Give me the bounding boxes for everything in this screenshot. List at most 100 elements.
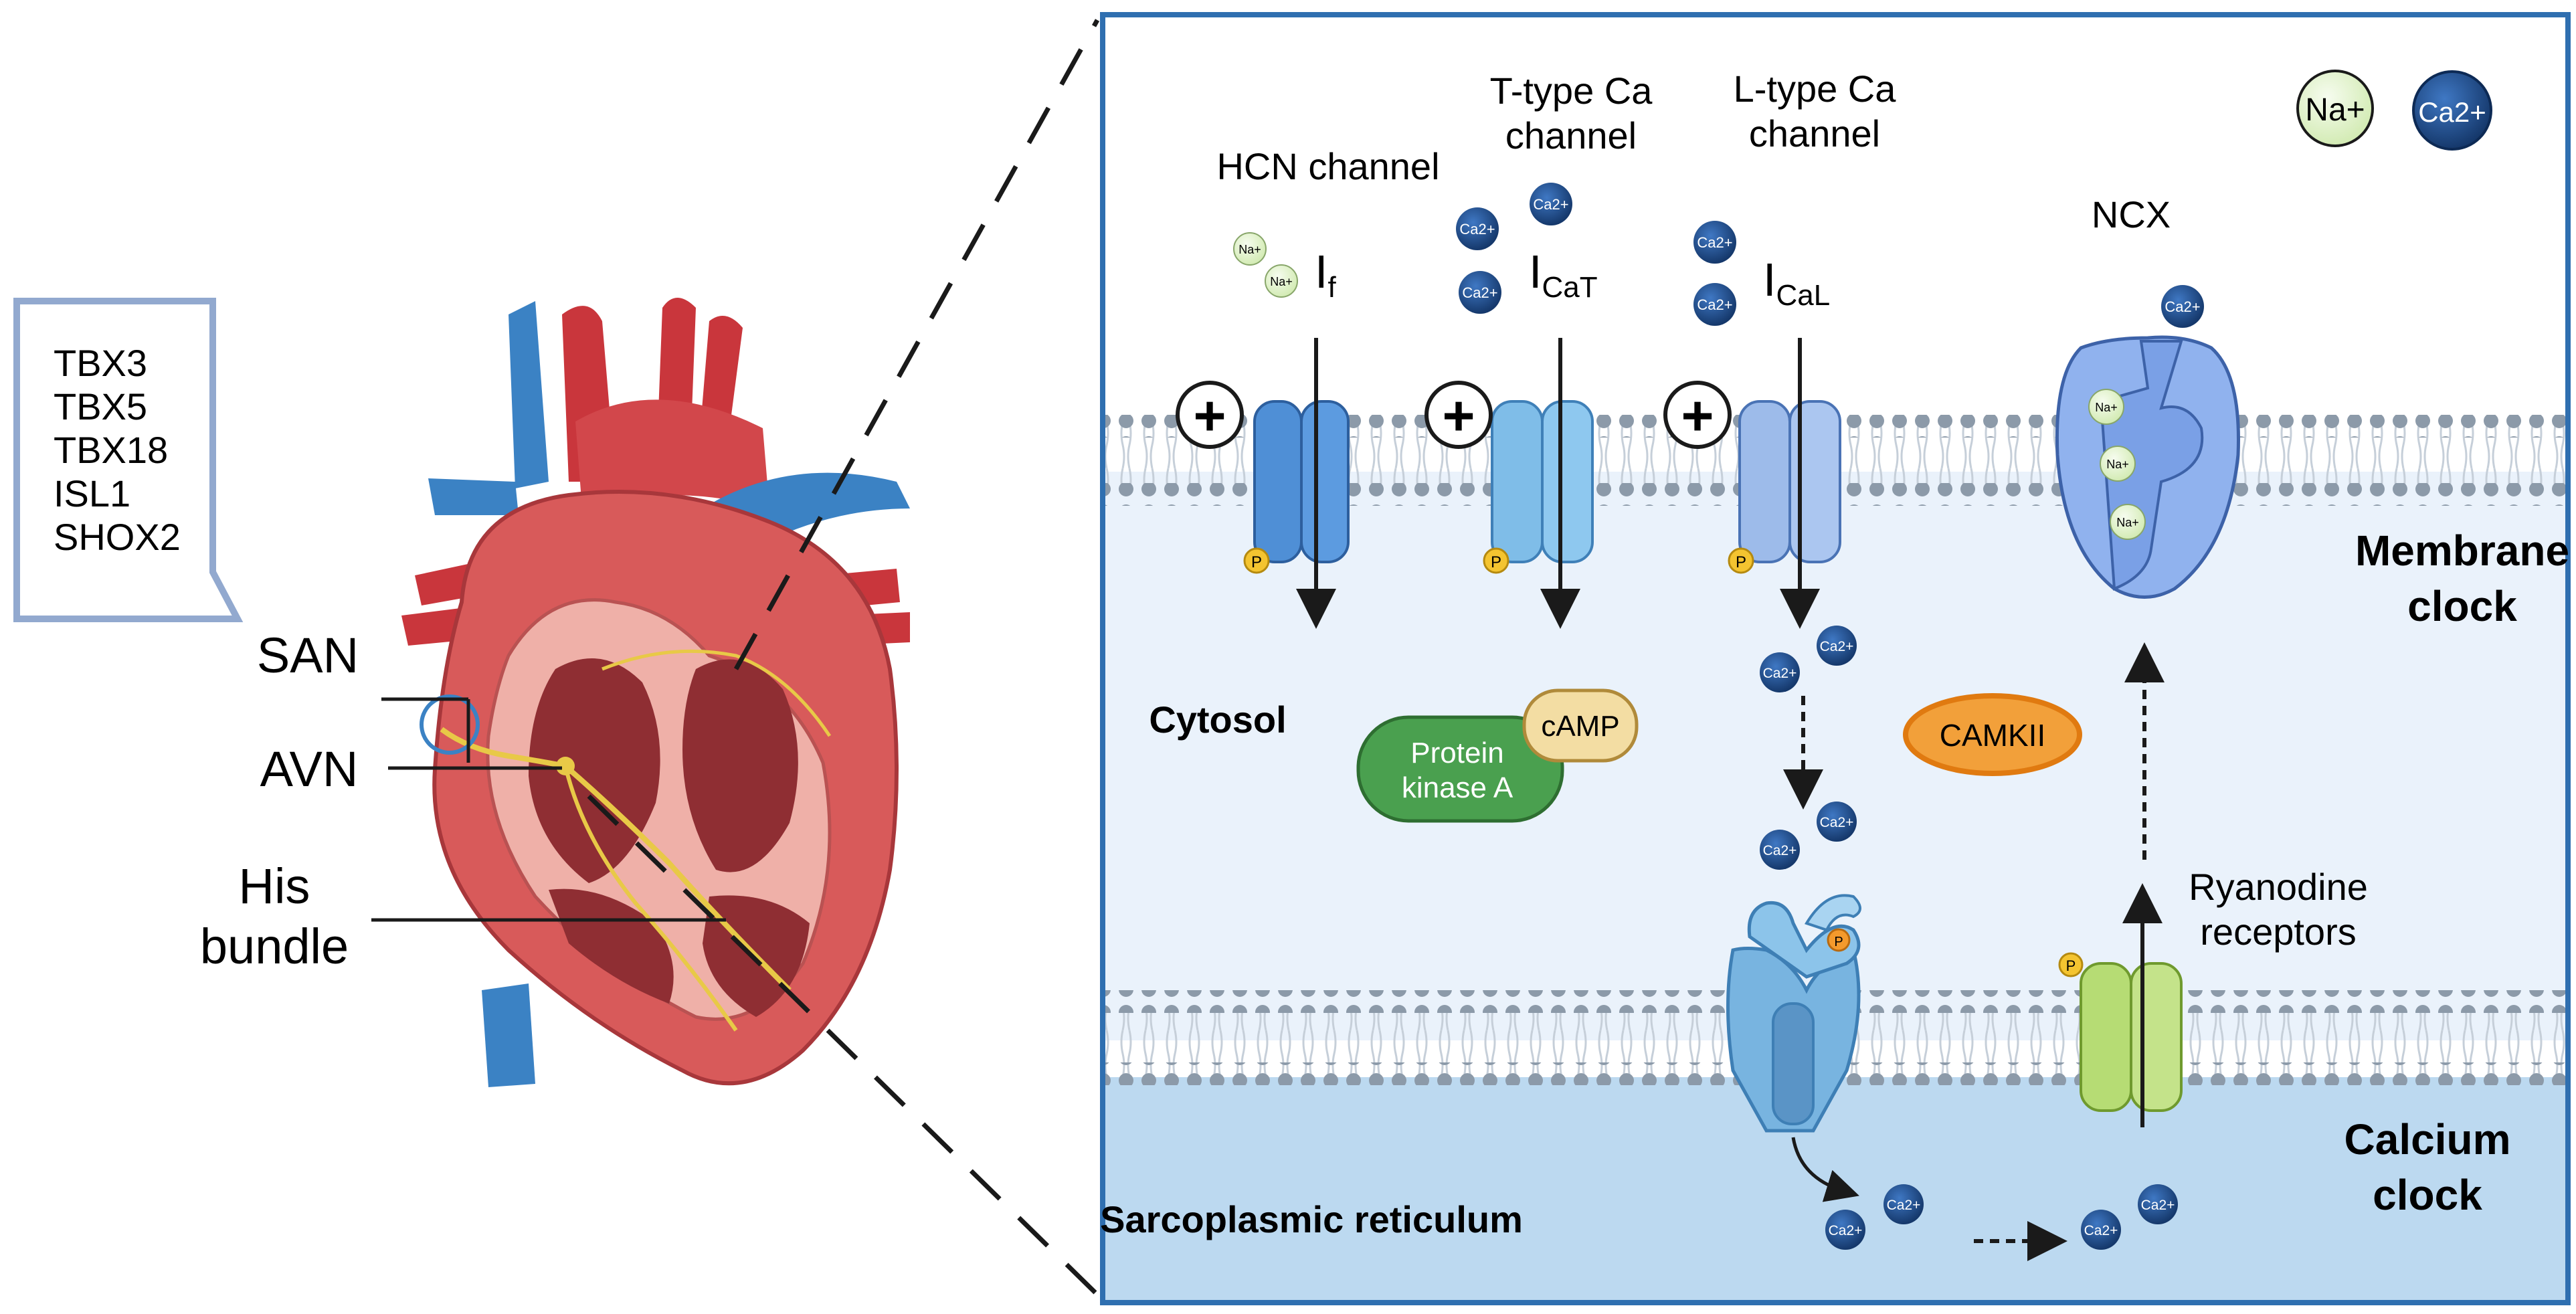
ca-ion [2161,285,2204,328]
gene-item: TBX3 [54,342,147,384]
ca-ion-label: Ca2+ [1820,639,1854,654]
hcn-current-label: If [1315,246,1336,304]
label-his-line2: bundle [200,919,349,974]
ca-ion-label: Ca2+ [2165,298,2200,315]
ca-ion-label: Ca2+ [2084,1223,2118,1238]
ltype-phospho [1728,547,1754,574]
pulmonary-artery-left [428,478,519,515]
sr-release-channel [1726,894,1861,1133]
ryanodine-receptor [2080,962,2183,1112]
ttype-channel [1491,400,1594,563]
ca-ion [2081,1210,2121,1250]
internodal-tract [440,727,566,769]
ryr-phospho [2058,952,2084,977]
legend-ca-label: Ca2+ [2418,96,2486,128]
calcium-clock-label-1: Calcium [2344,1115,2511,1163]
right-ventricle-cavity [549,888,674,1004]
sr-channel-phospho [1827,928,1851,952]
ttype-plus-sign: + [1442,384,1475,447]
left-bundle-branch [563,765,738,1032]
phospho-label: P [1491,553,1501,571]
ca-ion-label: Ca2+ [1533,196,1568,213]
na-ion-label: Na+ [1238,243,1261,256]
calcium-clock-label-2: clock [2373,1171,2482,1219]
ttype-plus-badge [1424,381,1493,449]
ca-ion-label: Ca2+ [1462,284,1497,301]
san-highlight-circle [420,694,480,755]
na-ion [2110,504,2146,540]
camkii-label: CAMKII [1940,718,2045,753]
heart-illustration [401,298,910,1087]
ca-ion [1459,271,1501,314]
legend-na-label: Na+ [2305,92,2365,128]
na-ion-label: Na+ [2095,401,2118,414]
ca-ion [1817,626,1857,666]
label-san: SAN [257,628,359,683]
ca-ion-label: Ca2+ [1820,815,1854,830]
ca-ion [1456,207,1499,250]
ca-ion [1693,221,1736,264]
legend-ca-icon [2412,70,2492,151]
ion-legend: Na+ Ca2+ [2296,70,2492,151]
zoom-line-top [733,19,1100,670]
ca-ion [2138,1184,2178,1224]
label-avn: AVN [260,741,359,797]
zoom-line-bottom [587,794,1099,1297]
aortic-arch [575,399,769,508]
ltype-channel [1738,400,1841,563]
gene-item: ISL1 [54,472,130,514]
camp-label: cAMP [1541,710,1619,743]
ca-ion [1825,1210,1865,1250]
phospho-label: P [2066,957,2076,974]
ca-ion-label: Ca2+ [2141,1198,2175,1213]
label-his-line1: His [239,858,310,914]
ttype-current-label: ICaT [1529,246,1598,304]
pka-label-1: Protein [1410,737,1503,769]
legend-na-icon [2296,70,2374,147]
gene-item: TBX18 [54,429,168,471]
ltype-label-line2: channel [1749,112,1880,155]
hcn-phospho [1243,547,1270,574]
ltype-plus-sign: + [1681,384,1714,447]
right-atrium-cavity [529,658,660,883]
cytosol-label: Cytosol [1149,698,1286,741]
ltype-current-label: ICaL [1763,254,1830,312]
ca-ion [1693,283,1736,326]
sr-label: Sarcoplasmic reticulum [1100,1198,1523,1240]
na-ion [2088,389,2124,425]
hcn-channel-label: HCN channel [1216,145,1439,187]
ryr-label-2: receptors [2200,911,2356,953]
ryr-label-1: Ryanodine [2189,866,2368,908]
ca-ion [1530,183,1572,225]
pka-shape [1356,715,1564,823]
camkii-shape [1903,693,2082,776]
na-ion-label: Na+ [2116,516,2139,529]
gene-item: TBX5 [54,385,147,428]
hcn-plus-sign: + [1193,384,1226,447]
gene-item: SHOX2 [54,516,181,558]
phospho-label: P [1251,553,1262,571]
na-ion [1233,232,1267,266]
bachmann-bundle [602,649,832,737]
hcn-plus-badge [1176,381,1244,449]
superior-vena-cava [509,301,549,488]
phospho-label: P [1736,553,1746,571]
membrane-clock-label-1: Membrane [2355,527,2569,575]
gene-callout-bubble [13,298,244,622]
na-ion-label: Na+ [1270,275,1293,288]
ca-ion [1760,830,1800,870]
ncx-label: NCX [2092,193,2171,236]
na-ion [1265,264,1298,298]
left-atrium-cavity [682,659,798,872]
inferior-vena-cava [482,983,535,1087]
membrane-clock-label-2: clock [2407,582,2517,630]
his-bundle-path [563,763,792,992]
ttype-label-line2: channel [1505,114,1637,157]
ltype-label-line1: L-type Ca [1734,68,1897,110]
na-ion [2100,446,2136,482]
ca-ion-label: Ca2+ [1459,221,1495,238]
camp-shape [1522,688,1639,763]
ca-ion [1883,1184,1924,1224]
ca-ion [1817,802,1857,842]
ca-ion-label: Ca2+ [1829,1223,1863,1238]
